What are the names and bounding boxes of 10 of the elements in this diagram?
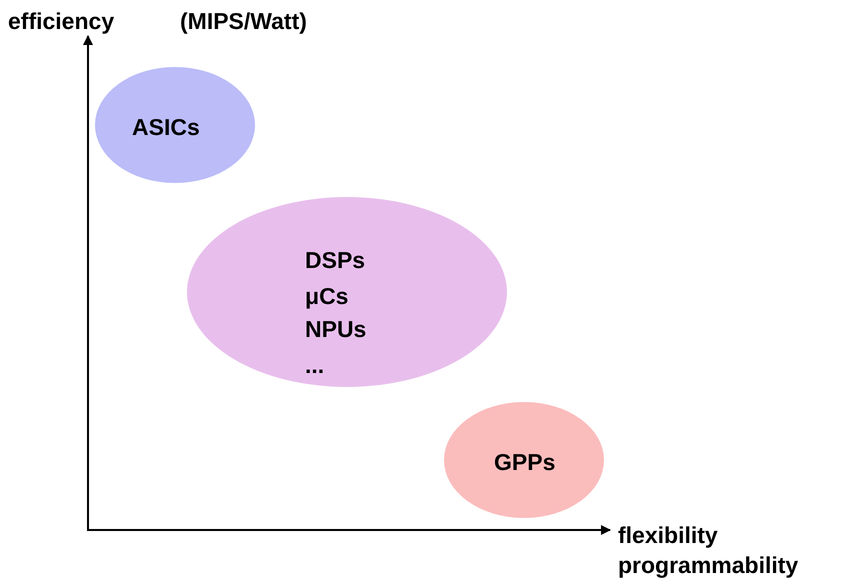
axis-title: programmability xyxy=(618,552,798,579)
category-label: μCs xyxy=(305,283,348,310)
axis-title: flexibility xyxy=(618,522,718,549)
category-label: ... xyxy=(305,352,324,379)
category-label: GPPs xyxy=(494,449,556,476)
axis-unit: (MIPS/Watt) xyxy=(180,8,307,35)
category-label: ASICs xyxy=(132,114,200,141)
axis-title: efficiency xyxy=(8,8,114,35)
category-label: DSPs xyxy=(305,247,366,274)
category-label: NPUs xyxy=(305,316,366,343)
